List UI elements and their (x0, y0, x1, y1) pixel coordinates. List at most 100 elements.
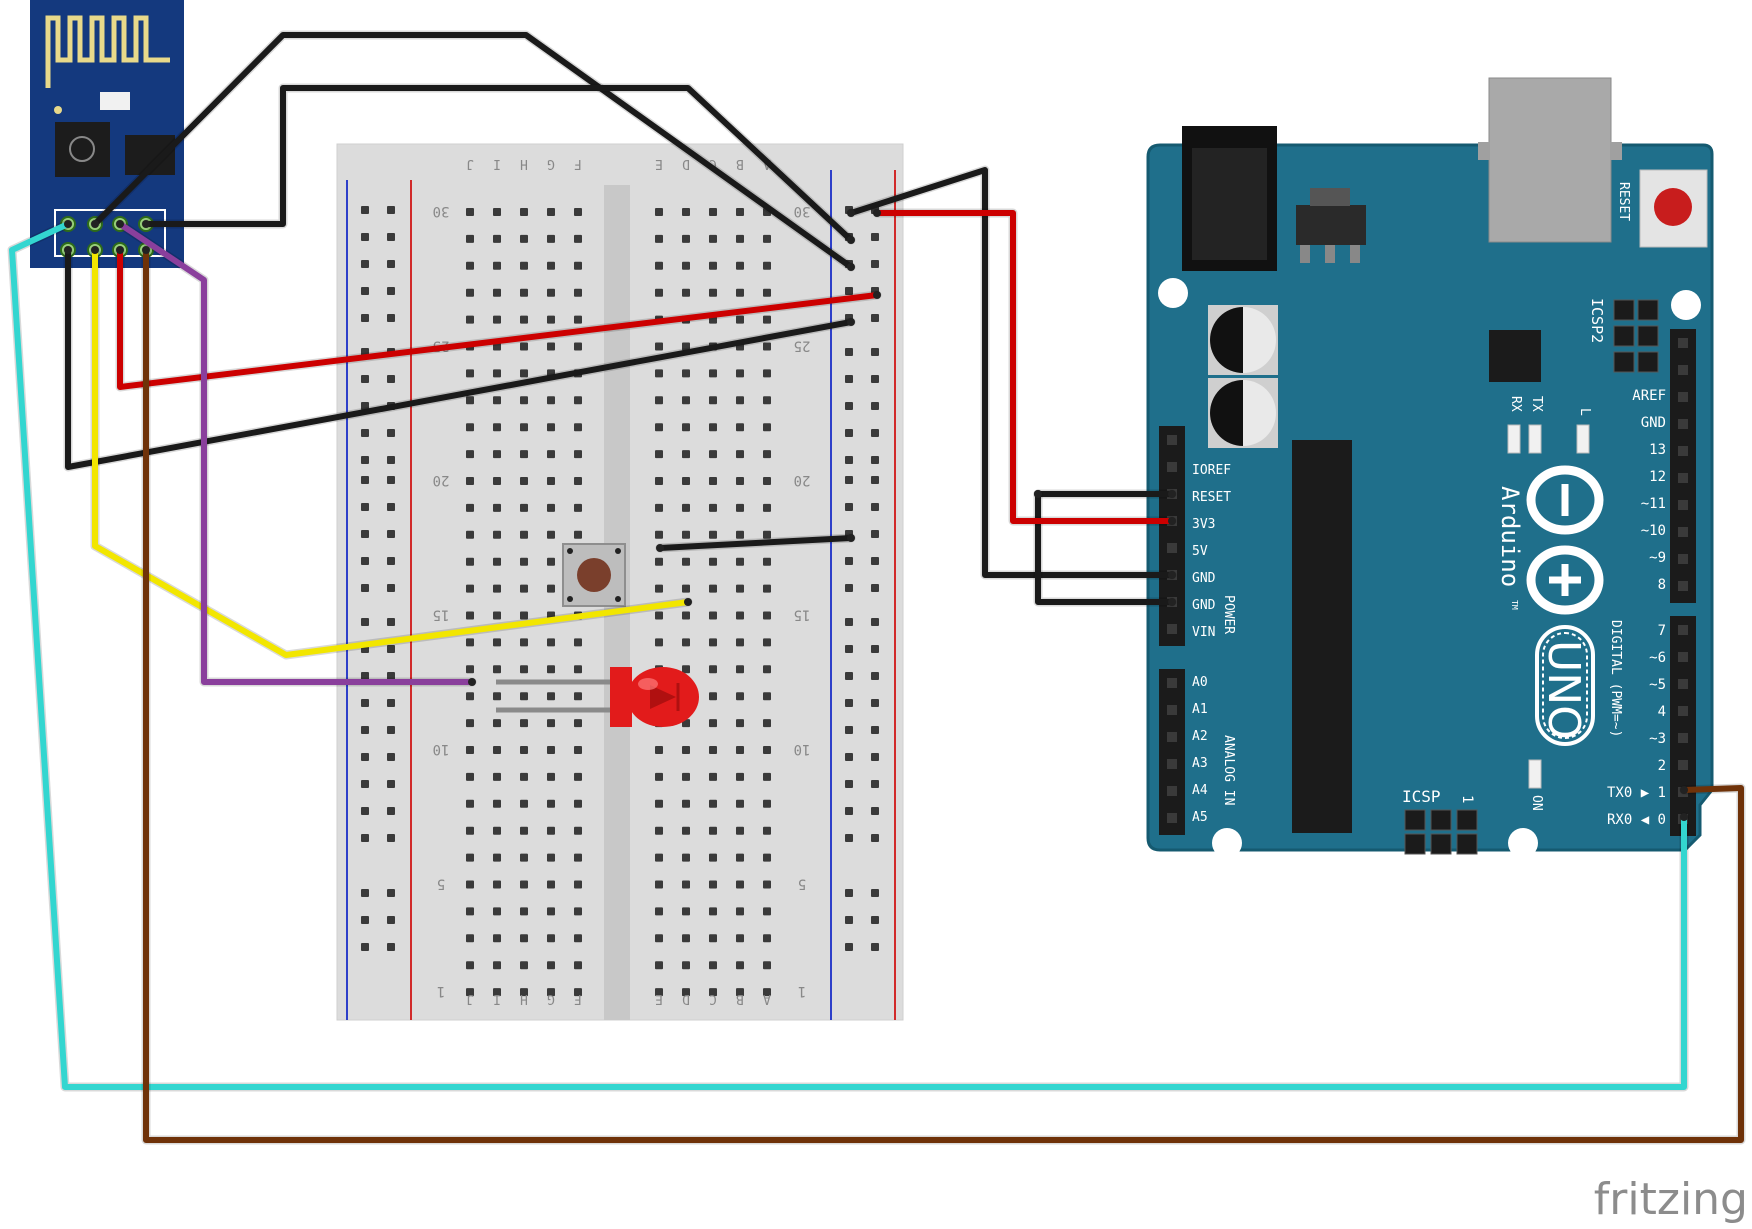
header-pin[interactable] (1678, 365, 1688, 375)
wire-end (847, 236, 855, 244)
breadboard-hole (466, 880, 474, 889)
push-button-icon (562, 543, 626, 607)
breadboard-hole (682, 423, 690, 432)
breadboard-hole (736, 692, 744, 701)
analog-pin-label: A2 (1192, 729, 1208, 744)
rail-hole (361, 584, 369, 592)
icsp-pin (1430, 809, 1452, 831)
header-pin[interactable] (1167, 705, 1177, 715)
breadboard-hole (736, 853, 744, 862)
header-pin[interactable] (1678, 554, 1688, 564)
breadboard-hole (763, 772, 771, 781)
breadboard-hole (466, 557, 474, 566)
breadboard-hole (466, 638, 474, 647)
breadboard-hole (493, 234, 501, 243)
icsp-pin1-label: 1 (1459, 795, 1475, 803)
header-pin[interactable] (1678, 581, 1688, 591)
digital-pin-label: ~11 (1641, 496, 1666, 512)
rail-hole (387, 753, 395, 761)
header-pin[interactable] (1167, 678, 1177, 688)
breadboard-hole (709, 208, 717, 216)
icsp-pin (1404, 809, 1426, 831)
breadboard-hole (763, 423, 771, 432)
breadboard-hole (493, 208, 501, 216)
header-pin[interactable] (1167, 786, 1177, 796)
breadboard-hole (574, 772, 582, 781)
column-label: E (655, 156, 663, 171)
power-pin-label: VIN (1192, 625, 1215, 640)
digital-pin-label: 4 (1658, 704, 1666, 720)
header-pin[interactable] (1678, 706, 1688, 716)
header-pin[interactable] (1167, 543, 1177, 553)
header-pin[interactable] (1678, 500, 1688, 510)
analog-pin-label: A5 (1192, 810, 1208, 825)
breadboard-hole (709, 396, 717, 405)
breadboard-hole (466, 503, 474, 512)
breadboard-hole (547, 961, 555, 970)
breadboard-hole (682, 638, 690, 647)
digital-pin-label: 13 (1649, 442, 1666, 458)
breadboard-hole (520, 988, 528, 997)
rail-hole (387, 916, 395, 924)
header-pin[interactable] (1167, 759, 1177, 769)
rail-hole (871, 916, 879, 924)
header-pin[interactable] (1167, 435, 1177, 445)
column-label: D (682, 156, 690, 171)
header-pin[interactable] (1167, 732, 1177, 742)
rail-hole (871, 807, 879, 815)
breadboard-hole (682, 396, 690, 405)
header-pin[interactable] (1678, 733, 1688, 743)
rail-hole (361, 726, 369, 734)
breadboard-hole (520, 799, 528, 808)
trademark: TM (1510, 600, 1519, 610)
breadboard-hole (763, 477, 771, 485)
rail-hole (387, 672, 395, 680)
column-label: A (763, 991, 771, 1006)
header-pin[interactable] (1167, 462, 1177, 472)
header-pin[interactable] (1678, 679, 1688, 689)
breadboard-hole (574, 288, 582, 297)
breadboard-hole (655, 880, 663, 889)
rail-hole (361, 672, 369, 680)
rail-hole (387, 618, 395, 626)
breadboard-hole (547, 665, 555, 674)
header-pin[interactable] (1678, 338, 1688, 348)
header-pin[interactable] (1678, 652, 1688, 662)
breadboard-hole (520, 746, 528, 754)
breadboard-hole (547, 853, 555, 862)
breadboard-hole (574, 961, 582, 970)
column-label: J (466, 991, 474, 1006)
breadboard-hole (547, 907, 555, 916)
breadboard-hole (520, 880, 528, 889)
breadboard-hole (520, 826, 528, 835)
header-pin[interactable] (1678, 625, 1688, 635)
icsp2-pin (1613, 299, 1635, 321)
digital-pin-label: 7 (1658, 623, 1666, 639)
capacitor-1 (1208, 305, 1278, 375)
header-pin[interactable] (1678, 760, 1688, 770)
power-section-label: POWER (1221, 595, 1236, 634)
breadboard-hole (655, 369, 663, 378)
usb-chip (1489, 330, 1541, 382)
rail-hole (845, 503, 853, 511)
power-pin-label: GND (1192, 598, 1216, 613)
rail-hole (361, 807, 369, 815)
rail-hole (387, 503, 395, 511)
rail-hole (871, 943, 879, 951)
header-pin[interactable] (1678, 473, 1688, 483)
breadboard-hole (763, 288, 771, 297)
wire-end (873, 209, 881, 217)
breadboard-hole (655, 799, 663, 808)
header-pin[interactable] (1678, 419, 1688, 429)
header-pin[interactable] (1678, 527, 1688, 537)
header-pin[interactable] (1167, 813, 1177, 823)
header-pin[interactable] (1678, 446, 1688, 456)
breadboard-hole (763, 746, 771, 754)
rail-hole (871, 530, 879, 538)
header-pin[interactable] (1678, 392, 1688, 402)
arduino-logo (1526, 465, 1604, 746)
analog-pin-label: A4 (1192, 783, 1208, 798)
header-pin[interactable] (1167, 624, 1177, 634)
digital-pin-label: ~3 (1649, 731, 1666, 747)
analog-pin-label: A1 (1192, 702, 1208, 717)
